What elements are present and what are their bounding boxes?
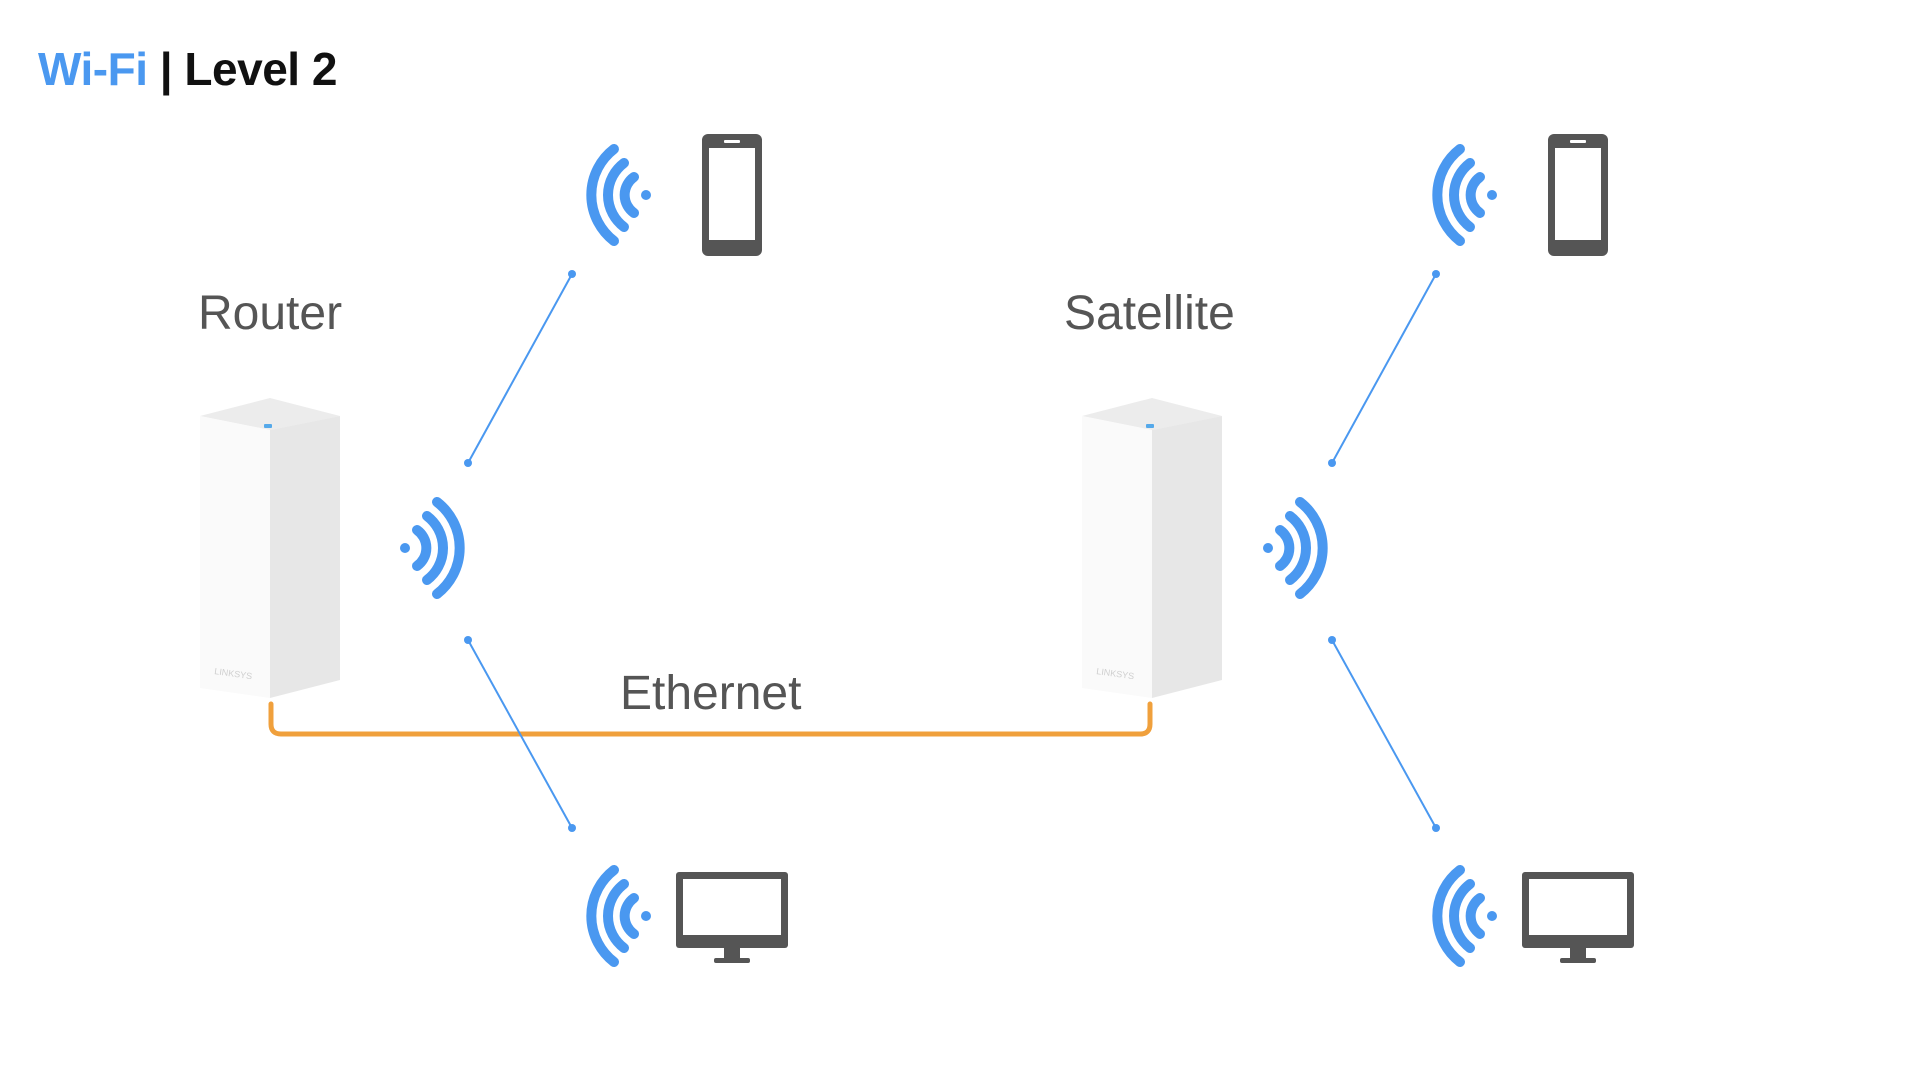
router-to-desktop-link bbox=[464, 636, 576, 832]
satellite-phone-wifi-icon bbox=[1437, 149, 1497, 241]
router-desktop-wifi-icon bbox=[591, 870, 651, 962]
satellite-smartphone-icon bbox=[1548, 134, 1608, 256]
satellite-node-icon bbox=[1082, 398, 1222, 698]
router-phone-wifi-icon bbox=[591, 149, 651, 241]
title-rest: | Level 2 bbox=[147, 43, 338, 95]
satellite-desktop-monitor-icon bbox=[1522, 872, 1634, 963]
satellite-label: Satellite bbox=[1064, 287, 1235, 340]
title-accent: Wi-Fi bbox=[38, 43, 148, 95]
page-title: Wi-Fi | Level 2 bbox=[38, 46, 337, 92]
router-wifi-signal-icon bbox=[400, 502, 460, 594]
router-to-phone-link bbox=[464, 270, 576, 467]
router-desktop-monitor-icon bbox=[676, 872, 788, 963]
satellite-wifi-signal-icon bbox=[1263, 502, 1323, 594]
router-node-icon bbox=[200, 398, 340, 698]
ethernet-label: Ethernet bbox=[620, 667, 802, 720]
satellite-to-desktop-link bbox=[1328, 636, 1440, 832]
router-smartphone-icon bbox=[702, 134, 762, 256]
ethernet-cable bbox=[268, 701, 1153, 737]
router-label: Router bbox=[198, 287, 343, 340]
satellite-to-phone-link bbox=[1328, 270, 1440, 467]
satellite-desktop-wifi-icon bbox=[1437, 870, 1497, 962]
